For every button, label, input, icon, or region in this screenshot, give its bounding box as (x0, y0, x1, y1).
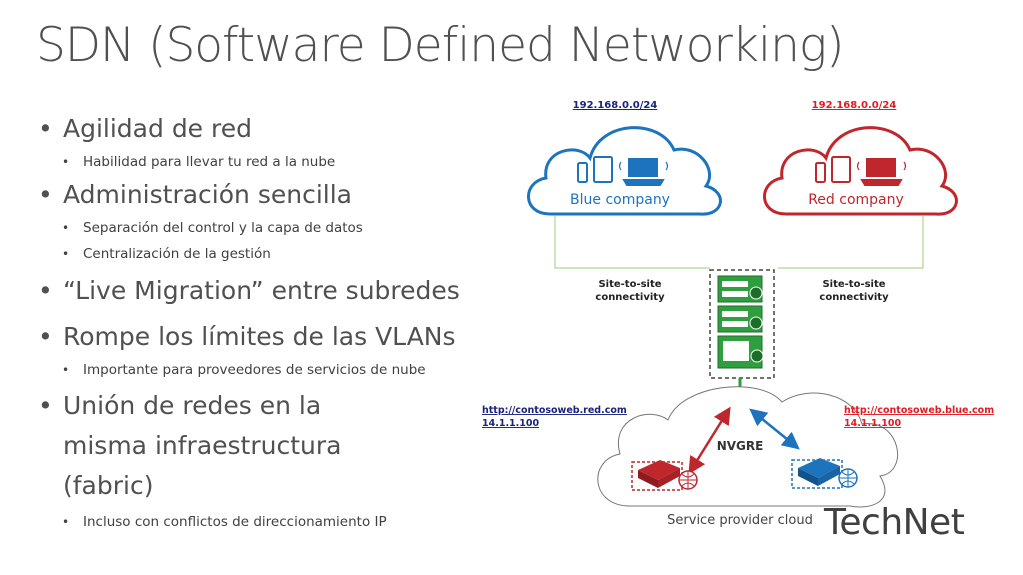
left-url[interactable]: http://contosoweb.red.com (482, 405, 627, 416)
red-subnet-label: 192.168.0.0/24 (812, 100, 897, 111)
s2s-left-line1: Site-to-site (598, 279, 661, 290)
nvgre-label: NVGRE (717, 439, 764, 453)
technet-logo: TechNet (824, 502, 965, 543)
blue-cloud-icon (527, 126, 722, 216)
sub-bullet: Importante para proveedores de servicios… (36, 360, 476, 380)
bullet: “Live Migration” entre subredes (36, 274, 476, 308)
s2s-right-line1: Site-to-site (822, 279, 885, 290)
red-cloud-icon (763, 126, 958, 216)
bullet: Administración sencilla (36, 178, 476, 212)
right-url[interactable]: http://contosoweb.blue.com (844, 405, 994, 416)
blue-subnet-label: 192.168.0.0/24 (573, 100, 658, 111)
s2s-right-line2: connectivity (819, 292, 889, 303)
blue-cloud-label: Blue company (570, 192, 670, 208)
gateway-server-icon (717, 275, 764, 369)
red-cloud-label: Red company (808, 192, 904, 208)
blue-web-server-icon (791, 458, 858, 489)
red-devices-icon (815, 156, 907, 186)
gateway-box (709, 269, 775, 379)
bullet: Unión de redes en la misma infraestructu… (36, 386, 386, 506)
red-web-server-icon (631, 460, 698, 491)
bullet-list: Agilidad de red Habilidad para llevar tu… (36, 112, 476, 538)
provider-cloud-label: Service provider cloud (667, 513, 813, 528)
left-ip: 14.1.1.100 (482, 418, 539, 429)
red-tunnel-arrow (688, 406, 731, 475)
right-connector-line (778, 215, 924, 269)
sub-bullet: Habilidad para llevar tu red a la nube (36, 152, 476, 172)
slide-title: SDN (Software Defined Networking) (36, 18, 844, 73)
sub-bullet: Centralización de la gestión (36, 244, 476, 264)
s2s-left-line2: connectivity (595, 292, 665, 303)
bullet: Agilidad de red (36, 112, 476, 146)
bullet: Rompe los límites de las VLANs (36, 320, 476, 354)
blue-devices-icon (577, 156, 669, 186)
sub-bullet: Incluso con conflictos de direccionamien… (36, 512, 476, 532)
blue-tunnel-arrow (749, 408, 800, 450)
sub-bullet: Separación del control y la capa de dato… (36, 218, 476, 238)
left-connector-line (554, 215, 710, 269)
right-ip: 14.1.1.100 (844, 418, 901, 429)
network-diagram: 192.168.0.0/24 192.168.0.0/24 Blue compa… (482, 100, 994, 528)
